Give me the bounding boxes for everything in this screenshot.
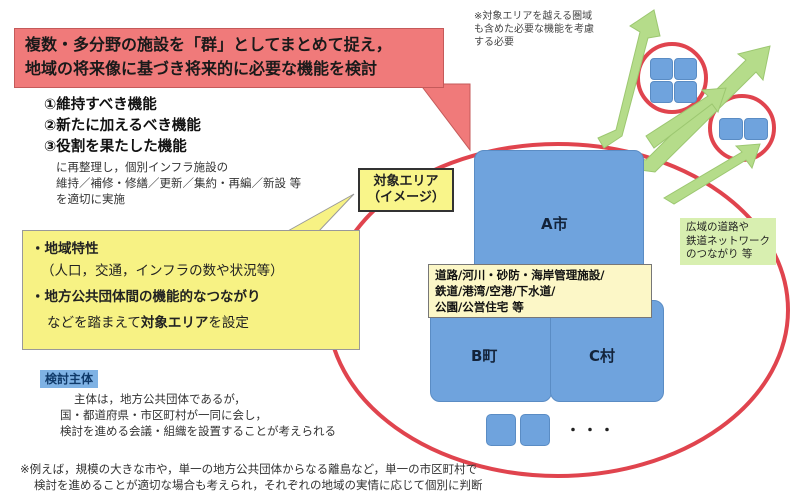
town-b-label: B町: [471, 347, 498, 365]
village-c-label: C村: [589, 347, 616, 365]
factor-linkage-title: ・地方公共団体間の機能的なつながり: [31, 289, 261, 305]
outer-tile: [719, 118, 743, 140]
footnote-line-1: ※例えば，規模の大きな市や，単一の地方公共団体からなる離島など，単一の市区町村で: [20, 462, 478, 476]
function-desc-line-1: に再整理し，個別インフラ施設の: [56, 160, 229, 174]
callout-box: 複数・多分野の施設を「群」としてまとめて捉え， 地域の将来像に基づき将来的に必要…: [14, 28, 444, 88]
infra-line-3: 公園/公営住宅 等: [435, 300, 524, 314]
subject-label: 検討主体: [40, 370, 99, 388]
infra-line-1: 道路/河川・砂防・海岸管理施設/: [435, 268, 605, 282]
target-area-title: 対象エリア: [373, 174, 439, 189]
subject-line-1: 主体は，地方公共団体であるが，: [74, 392, 246, 406]
function-desc-line-2: 維持／補修・修繕／更新／集約・再編／新設 等: [56, 176, 302, 190]
network-note-line-1: 広域の道路や: [686, 221, 749, 233]
outer-area-tiles-2: [719, 118, 768, 140]
outer-tile: [650, 81, 673, 103]
outer-tile: [744, 118, 768, 140]
target-pointer: [284, 193, 355, 233]
factor-regional-detail: （人口，交通，インフラの数や状況等）: [41, 263, 284, 279]
factor-setting-suffix: を設定: [208, 315, 249, 331]
small-municipality-block: [486, 414, 516, 446]
function-desc-line-3: を適切に実施: [56, 192, 125, 206]
factor-setting-line: などを踏まえて対象エリアを設定: [47, 313, 249, 333]
target-area-subtitle: （イメージ）: [367, 190, 445, 205]
outer-area-note-1: ※対象エリアを越える圏域: [474, 11, 593, 22]
network-note: 広域の道路や 鉄道ネットワーク のつながり 等: [680, 218, 776, 265]
subject-line-2: 国・都道府県・市区町村が一同に会し，: [60, 408, 267, 422]
outer-tile: [674, 58, 697, 80]
infrastructure-box: 道路/河川・砂防・海岸管理施設/ 鉄道/港湾/空港/下水道/ 公園/公営住宅 等: [428, 264, 652, 318]
factor-setting-bold: 対象エリア: [140, 315, 209, 331]
outer-tile: [650, 58, 673, 80]
outer-area-note-3: する必要: [474, 37, 514, 48]
function-item-fulfilled: ③役割を果たした機能: [44, 139, 187, 155]
network-note-line-3: のつながり 等: [686, 248, 753, 260]
infra-line-2: 鉄道/港湾/空港/下水道/: [435, 284, 556, 298]
callout-line-2: 地域の将来像に基づき将来的に必要な機能を検討: [25, 59, 378, 78]
factor-setting-prefix: などを踏まえて: [47, 315, 141, 331]
network-note-line-2: 鉄道ネットワーク: [686, 234, 770, 247]
outer-area-tiles-1: [650, 58, 697, 104]
footnote-line-2: 検討を進めることが適切な場合も考えられ，それぞれの地域の実情に応じて個別に判断: [34, 478, 483, 492]
factors-box: ・地域特性 （人口，交通，インフラの数や状況等） ・地方公共団体間の機能的なつな…: [22, 230, 360, 350]
function-item-maintain: ①維持すべき機能: [44, 97, 157, 113]
subject-line-3: 検討を進める会議・組織を設置することが考えられる: [60, 424, 336, 438]
callout-pointer: [418, 83, 471, 152]
network-arrows: [597, 9, 771, 205]
outer-area-note-2: も含めた必要な機能を考慮: [474, 24, 594, 35]
more-ellipsis: ・・・: [566, 423, 617, 439]
outer-tile: [674, 81, 697, 103]
callout-line-1: 複数・多分野の施設を「群」としてまとめて捉え，: [25, 35, 392, 54]
city-a-label: A市: [541, 215, 568, 233]
function-item-add: ②新たに加えるべき機能: [44, 118, 201, 134]
small-municipality-block: [520, 414, 550, 446]
factor-regional-title: ・地域特性: [31, 241, 99, 257]
target-area-box: 対象エリア （イメージ）: [358, 168, 454, 212]
